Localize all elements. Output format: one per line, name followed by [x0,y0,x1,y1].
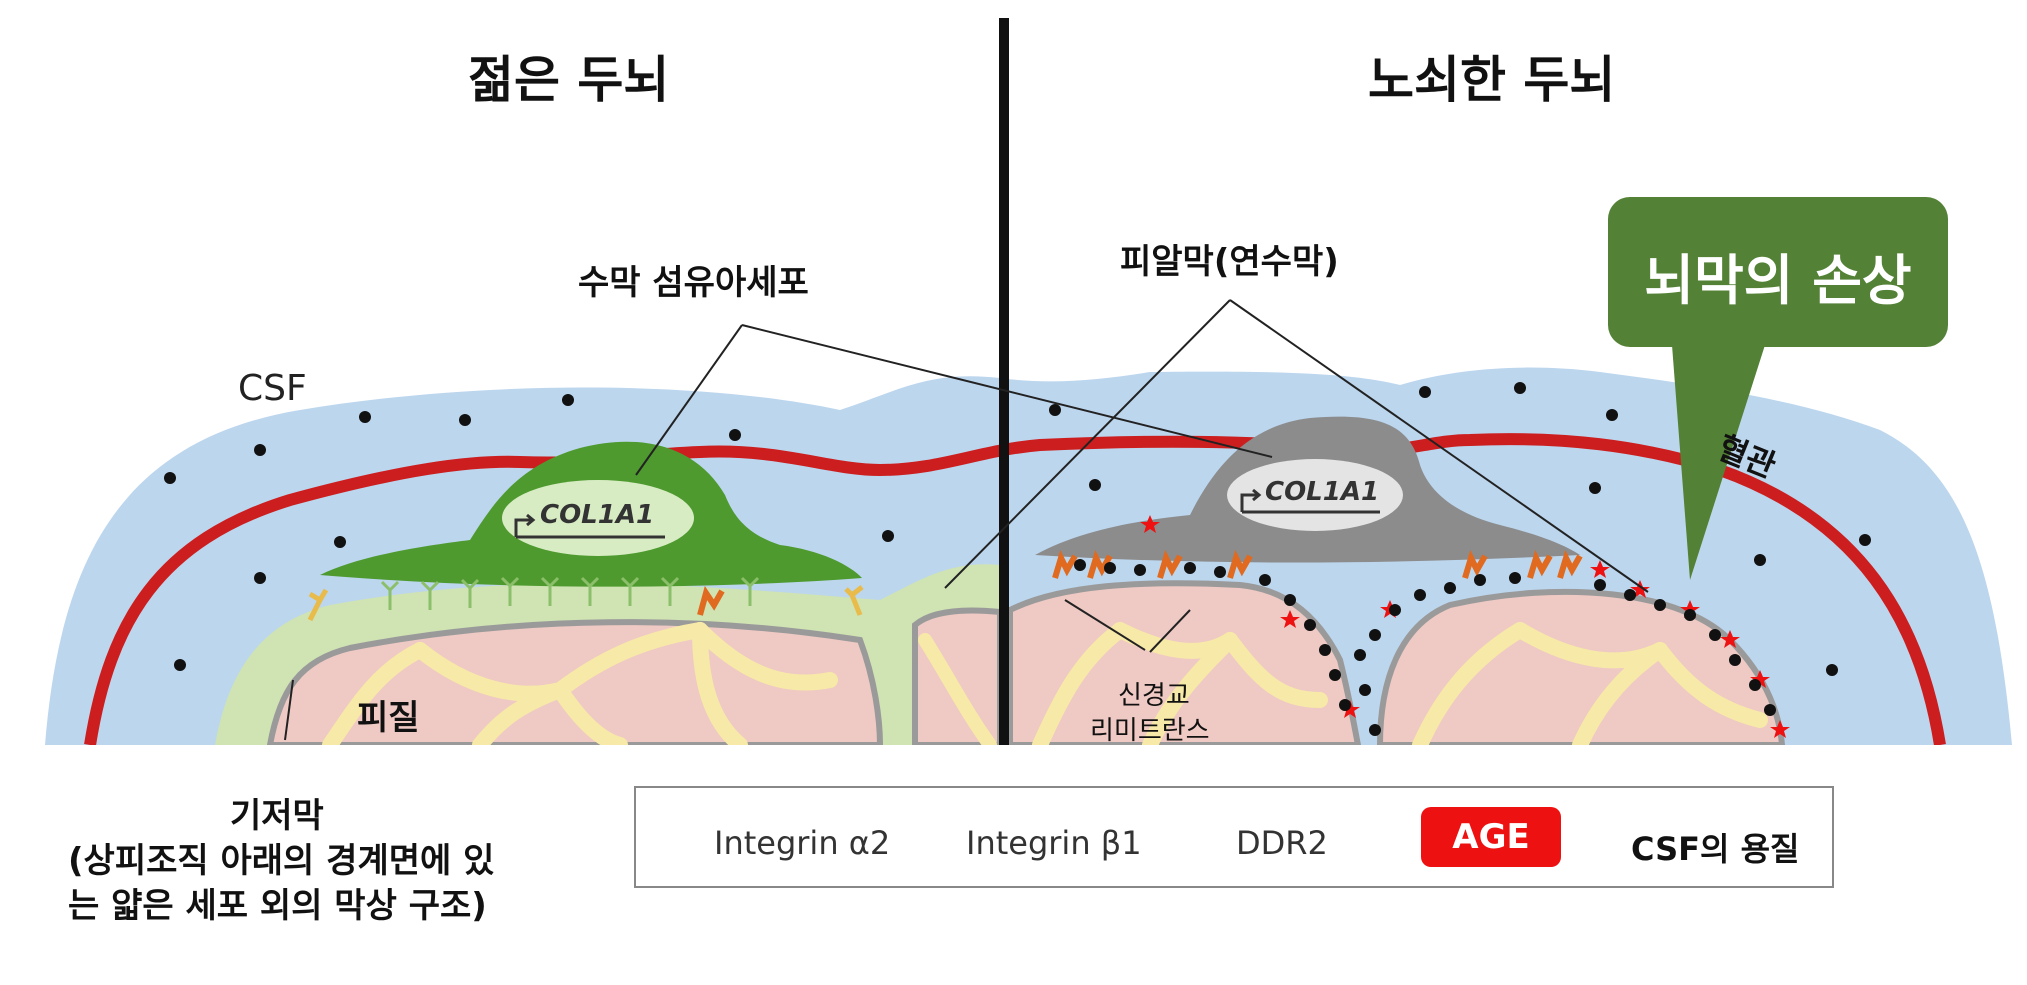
ddr2-young [697,585,725,616]
label-cortex: 피질 [357,698,420,738]
label-csf: CSF [238,368,307,409]
cortex-middle [912,607,1003,748]
callout-tail [1672,345,1765,580]
ddr2-row-old [1052,549,1583,579]
legend-integrin-b1: Integrin β1 [966,824,1142,862]
legend-integrin-a2: Integrin α2 [714,824,891,862]
gene-arrow-old [1240,488,1380,514]
callout-text: 뇌막의 손상 [1644,249,1912,312]
glia-young [322,622,838,753]
label-basement-3: 는 얇은 세포 외의 막상 구조) [68,886,487,926]
callout-box [1608,197,1948,347]
legend-csf-solute: CSF의 용질 [1631,830,1800,868]
label-basement-2: (상피조직 아래의 경계면에 있 [68,841,495,881]
legend-age: AGE [1421,807,1561,867]
gene-label-old: COL1A1 [1265,477,1380,507]
gene-arrow-young [514,513,665,539]
legend-ddr2: DDR2 [1236,824,1328,862]
cortex-old-2 [1376,588,1786,748]
solutes-csf [164,382,1871,676]
glia-old-2 [1412,622,1768,753]
integrin-a2-young [307,585,864,622]
label-fibroblast: 수막 섬유아세포 [578,263,809,303]
integrin-row-young [380,576,760,610]
legend: Integrin α2 Integrin β1 DDR2 AGE CSF의 용질 [634,786,1834,888]
label-basement-1: 기저막 [230,796,324,836]
leader-lines [284,299,1649,741]
label-glia-1: 신경교 [1118,681,1190,711]
gene-label-young: COL1A1 [540,500,655,530]
solutes-surface-old [1074,559,1776,736]
label-glia-2: 리미트란스 [1090,716,1210,746]
glia-old-1 [1032,622,1328,753]
blood-vessel [84,433,1946,746]
title-young-brain: 젊은 두뇌 [468,51,670,109]
label-pia: 피알막(연수막) [1120,242,1339,282]
title-old-brain: 노쇠한 두뇌 [1368,51,1616,109]
